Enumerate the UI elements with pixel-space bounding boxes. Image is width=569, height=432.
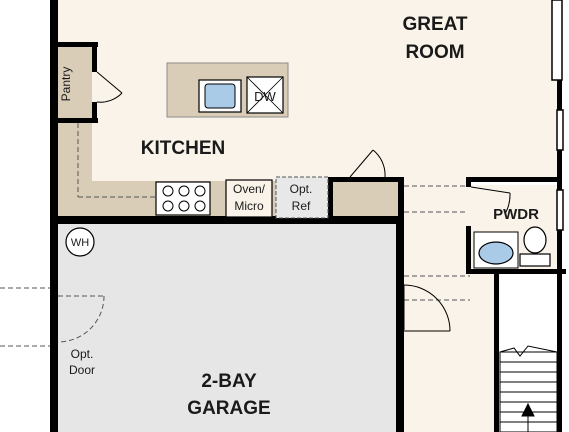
water-heater-icon [65, 227, 95, 257]
burner-icon [162, 200, 174, 212]
stair-hall-floor [404, 181, 470, 432]
great-room-label-line2: ROOM [405, 42, 464, 63]
powder-sink-icon [478, 241, 514, 265]
appliances [65, 76, 551, 269]
garage-right-wall [396, 216, 404, 432]
water-heater-label: WH [71, 237, 89, 249]
opt-ref-label-line1: Opt. [290, 182, 313, 196]
opt-ref-label-line2: Ref [292, 199, 311, 213]
staircase [499, 345, 558, 432]
powder-door-arc [504, 192, 511, 215]
kitchen-partition-vertical [328, 177, 333, 218]
garage-label-line1: 2-BAY [201, 371, 257, 392]
kitchen-label: KITCHEN [141, 138, 225, 159]
garage-entry-door-arc [403, 284, 451, 332]
opt-door-arc [57, 295, 105, 343]
powder-label: PWDR [493, 206, 539, 223]
oven-micro-cabinet [225, 179, 273, 218]
powder-bottom-wall [466, 269, 566, 274]
toilet-tank [519, 253, 551, 267]
kitchen-partition-right [398, 177, 404, 224]
powder-left-wall-upper [466, 177, 471, 187]
walls [50, 0, 566, 432]
pantry-top-wall [54, 42, 98, 47]
pantry-label: Pantry [59, 67, 73, 102]
pantry-right-wall [92, 42, 97, 72]
right-window-frame-1 [551, 0, 563, 81]
burner-icon [162, 185, 174, 197]
kitchen-counter-right [332, 181, 398, 218]
oven-label-line2: Micro [234, 199, 264, 213]
dashed-lines [0, 123, 470, 347]
pantry-floor [58, 46, 92, 120]
dishwasher-x [246, 76, 284, 114]
top-left-wall-stub [50, 0, 54, 10]
powder-door-leaf [470, 186, 511, 194]
stair-left-wall [494, 273, 499, 432]
burner-icon [178, 185, 190, 197]
powder-top-wall [466, 177, 562, 182]
great-room-floor [58, 0, 557, 181]
garage-label-line2: GARAGE [187, 398, 270, 419]
right-window-frame-2 [556, 109, 564, 151]
opt-door-label-line1: Opt. [71, 347, 94, 361]
kitchen-partition-top [328, 177, 404, 182]
right-window-frame-3 [556, 189, 564, 231]
range-cooktop [155, 181, 211, 216]
island-sink-basin [204, 83, 236, 109]
pantry-door-arc [96, 92, 123, 103]
burner-icon [194, 185, 206, 197]
toilet-icon [523, 226, 547, 254]
doors [96, 71, 511, 332]
pantry-right-wall-lower [92, 102, 97, 123]
labels: GREAT ROOM KITCHEN 2-BAY GARAGE PWDR Pan… [59, 14, 539, 419]
great-room-label-line1: GREAT [402, 14, 467, 35]
opt-door-label-line2: Door [69, 363, 95, 377]
stair-break-line [499, 345, 558, 357]
pantry-door-leaf [96, 71, 123, 94]
powder-left-wall-lower [466, 226, 471, 273]
pantry-bottom-wall [54, 118, 98, 123]
oven-label-line1: Oven/ [233, 182, 266, 196]
burner-icon [194, 200, 206, 212]
garage-floor [58, 224, 396, 432]
kitchen-door-leaf [349, 149, 374, 178]
burner-icon [178, 200, 190, 212]
opt-ref-space [275, 176, 329, 219]
kitchen-door-arc [372, 149, 386, 178]
garage-top-wall [54, 216, 404, 224]
dishwasher-label: DW [254, 89, 276, 104]
